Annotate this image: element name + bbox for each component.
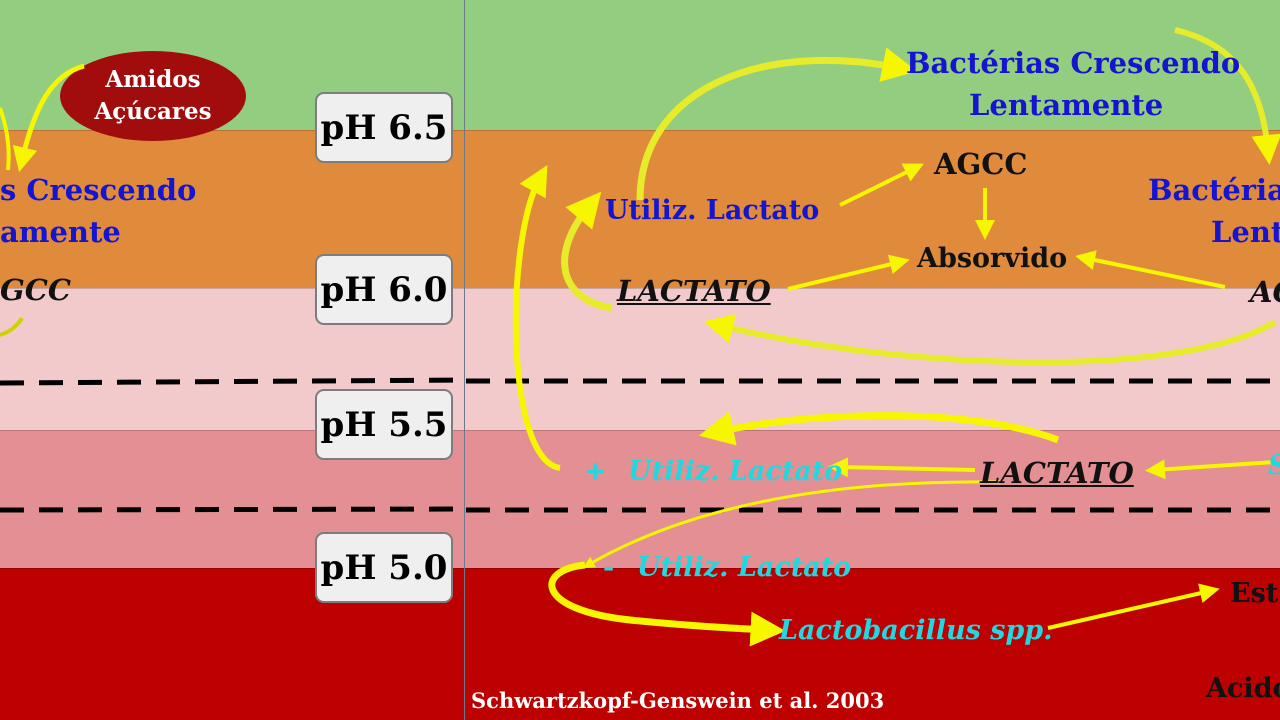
utiliz-lactato-top: Utiliz. Lactato: [605, 195, 820, 226]
left-bacteria-line1: s Crescendo: [0, 173, 197, 207]
arrow-oval-to-bacteria: [12, 63, 85, 173]
arrow-lactato-down-curve: [582, 480, 1001, 569]
arrow-loop-to-lactobacillus: [548, 561, 786, 647]
band-border: [0, 568, 1280, 569]
arrow-return-to-lactato: [703, 314, 1277, 366]
arrow-lactato-to-absorvido: [787, 254, 910, 291]
band-orange: [0, 130, 1280, 288]
minus-sign: -: [603, 552, 615, 583]
arrow-lactobacillus-to-esta: [1047, 583, 1220, 630]
ph-label-5-5: pH 5.5: [315, 389, 453, 460]
arrow-right-to-lactato: [1145, 459, 1276, 480]
esta-label: Esta: [1230, 578, 1280, 609]
arrow-lactato-to-left: [698, 411, 1060, 446]
arrow-lactato-loop: [561, 191, 613, 312]
bacteria-right-line1: Bactérias: [1148, 173, 1280, 207]
amidos-oval: [60, 51, 246, 141]
arrow-left-stub: [0, 316, 24, 337]
absorvido-label: Absorvido: [917, 243, 1068, 274]
citation: Schwartzkopf-Genswein et al. 2003: [471, 688, 885, 713]
ph-label-6-0: pH 6.0: [315, 254, 453, 325]
utiliz-lactato-plus: Utiliz. Lactato: [628, 456, 843, 487]
bacteria-top-line1: Bactérias Crescendo: [906, 46, 1241, 80]
ph-label-6-5: pH 6.5: [315, 92, 453, 163]
band-border: [0, 130, 1280, 131]
lactobacillus-label: Lactobacillus spp.: [779, 615, 1053, 646]
arrow-right-to-absorvido: [1075, 250, 1226, 289]
agcc-label: AGCC: [934, 147, 1028, 181]
amidos-oval-label: Amidos Açúcares: [62, 64, 244, 128]
s-right: S: [1268, 452, 1280, 479]
arrow-bacteria-down-right: [1174, 27, 1280, 165]
acido-label: Acido: [1206, 673, 1280, 704]
ph-label-5-0: pH 5.0: [315, 532, 453, 603]
left-agcc: GCC: [0, 273, 71, 307]
arrow-utiliz-to-agcc: [839, 163, 924, 207]
panel-divider: [464, 0, 465, 720]
oval-line-amidos: Amidos: [105, 66, 201, 93]
lactato-top: LACTATO: [617, 274, 771, 308]
left-bacteria-line2: amente: [0, 215, 121, 249]
oval-line-acucares: Açúcares: [94, 98, 212, 125]
band-border: [0, 288, 1280, 289]
arrow-utiliz-to-bacteria: [636, 47, 918, 201]
arrow-lower-utiliz-up: [512, 164, 561, 471]
arrow-left-curve: [0, 107, 11, 171]
bacteria-top-line2: Lentamente: [969, 88, 1164, 122]
ag-right: AG: [1250, 275, 1280, 309]
band-red: [0, 568, 1280, 720]
lactato-mid: LACTATO: [980, 456, 1134, 490]
dashed-line-upper: [0, 377, 465, 386]
arrow-lactato-to-utiliz: [828, 457, 976, 478]
band-pink: [0, 430, 1280, 568]
utiliz-lactato-minus: Utiliz. Lactato: [637, 552, 852, 583]
band-border: [0, 430, 1280, 431]
dashed-line-lower: [0, 506, 465, 513]
plus-sign: +: [584, 456, 607, 487]
bacteria-right-line2: Lent: [1211, 215, 1280, 249]
